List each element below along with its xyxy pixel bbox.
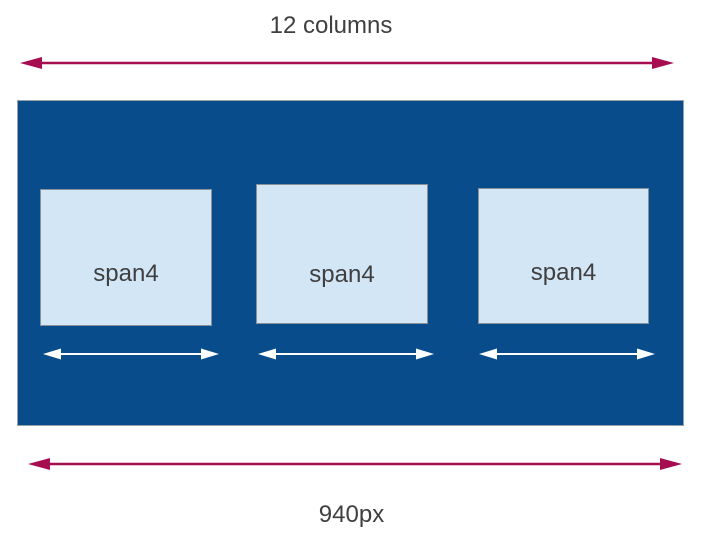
top-measure-arrow-icon [20, 57, 674, 69]
span4-box-3-label: span4 [530, 259, 597, 286]
span4-box-2: span4 [256, 184, 428, 324]
span4-box-1-label: span4 [93, 259, 159, 287]
span4-width-arrow-icon-1 [43, 348, 219, 360]
span4-width-arrow-icon-2 [258, 348, 434, 360]
span4-box-2-label: span4 [309, 261, 375, 288]
grid-row-container: span4 span4 span4 [17, 100, 684, 426]
span4-width-arrow-icon-3 [479, 348, 655, 360]
span4-box-3: span4 [478, 188, 649, 324]
top-width-label: 12 columns [269, 12, 393, 39]
span4-box-1: span4 [40, 189, 212, 326]
bottom-measure-arrow-icon [28, 458, 682, 470]
bottom-width-label: 940px [318, 501, 385, 528]
